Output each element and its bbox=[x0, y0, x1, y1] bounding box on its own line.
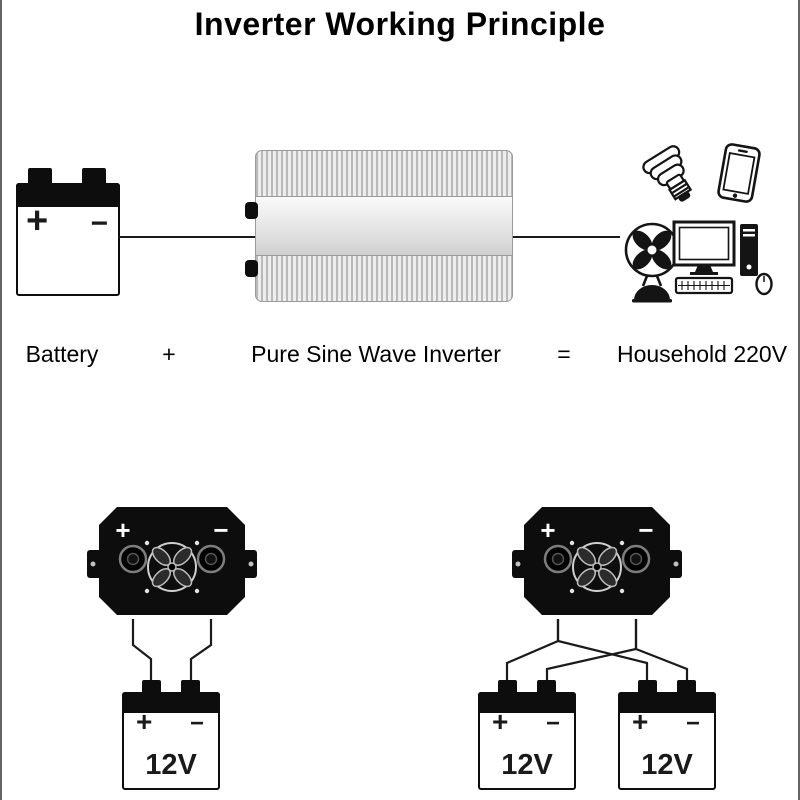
battery-polarity-labels: + − bbox=[632, 708, 700, 736]
wire bbox=[189, 619, 213, 683]
wire bbox=[556, 619, 649, 683]
battery-12v-icon: + − 12V bbox=[618, 680, 716, 790]
battery-cap bbox=[16, 183, 120, 207]
battery-cap bbox=[122, 692, 220, 713]
cfl-bulb-icon bbox=[642, 145, 693, 202]
battery-polarity-labels: + − bbox=[136, 708, 204, 736]
battery-plus-label: + bbox=[492, 706, 509, 737]
wiring-parallel bbox=[505, 619, 689, 683]
inverter-top-view-icon: + − bbox=[512, 507, 682, 615]
battery-cap bbox=[618, 692, 716, 713]
battery-plus-label: + bbox=[632, 706, 649, 737]
inverter-terminal-knob bbox=[245, 202, 258, 219]
page-title: Inverter Working Principle bbox=[194, 6, 606, 42]
wiring-single bbox=[131, 619, 213, 683]
desktop-computer-icon bbox=[672, 220, 773, 296]
household-appliances bbox=[624, 143, 773, 303]
battery-voltage-label: 12V bbox=[501, 749, 553, 781]
equation-equals-sign: = bbox=[557, 341, 571, 367]
battery-voltage-label: 12V bbox=[641, 749, 693, 781]
battery-minus-label: − bbox=[90, 207, 108, 240]
battery-12v-icon: + − 12V bbox=[478, 680, 576, 790]
smartphone-icon bbox=[717, 143, 761, 203]
battery-terminal-positive bbox=[638, 680, 657, 694]
battery-plus-label: + bbox=[136, 706, 153, 737]
battery-minus-label: − bbox=[189, 710, 204, 737]
battery-terminal-negative bbox=[181, 680, 200, 694]
battery-icon: + − bbox=[16, 168, 120, 296]
battery-plus-label: + bbox=[26, 200, 49, 242]
inverter-body bbox=[255, 197, 513, 255]
battery-minus-label: − bbox=[545, 710, 560, 737]
inverter-heatsink-bottom bbox=[255, 255, 513, 302]
fan-icon bbox=[624, 222, 680, 303]
battery-terminal-negative bbox=[537, 680, 556, 694]
inverter-plus-label: + bbox=[540, 515, 555, 545]
battery-terminal-positive bbox=[498, 680, 517, 694]
battery-polarity-labels: + − bbox=[26, 202, 108, 240]
connection-line-battery-to-inverter bbox=[119, 236, 255, 238]
connection-line-inverter-to-appliances bbox=[513, 236, 620, 238]
wire bbox=[505, 619, 560, 683]
inverter-top-view-icon: + − bbox=[87, 507, 257, 615]
inverter-minus-label: − bbox=[638, 515, 653, 545]
battery-voltage-label: 12V bbox=[145, 749, 197, 781]
inverter-plus-label: + bbox=[115, 515, 130, 545]
battery-12v-icon: + − 12V bbox=[122, 680, 220, 790]
battery-cap bbox=[478, 692, 576, 713]
battery-terminal-negative bbox=[82, 168, 106, 185]
battery-polarity-labels: + − bbox=[492, 708, 560, 736]
wire bbox=[634, 619, 689, 683]
inverter-heatsink-top bbox=[255, 150, 513, 197]
battery-terminal-negative bbox=[677, 680, 696, 694]
inverter-minus-label: − bbox=[213, 515, 228, 545]
wire bbox=[131, 619, 153, 683]
battery-terminal-positive bbox=[28, 168, 52, 185]
equation-inverter-label: Pure Sine Wave Inverter bbox=[251, 341, 501, 367]
battery-minus-label: − bbox=[685, 710, 700, 737]
equation-output-label: Household 220V bbox=[616, 341, 788, 367]
wire bbox=[545, 619, 638, 683]
equation-plus-sign: + bbox=[162, 341, 176, 367]
equation-battery-label: Battery bbox=[25, 341, 99, 367]
inverter-terminal-knob bbox=[245, 260, 258, 277]
battery-terminal-positive bbox=[142, 680, 161, 694]
inverter-icon bbox=[245, 150, 513, 302]
